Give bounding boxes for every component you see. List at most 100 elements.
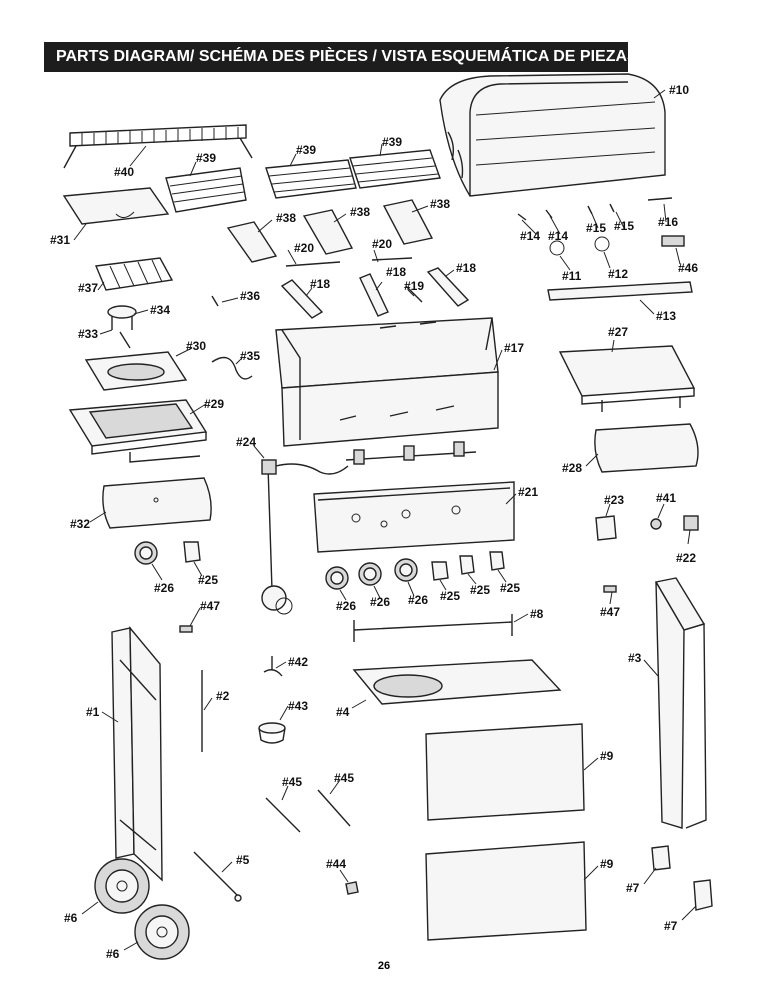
part-4-bottom-tray <box>352 659 562 705</box>
label-14: #14 <box>520 229 540 243</box>
label-45: #45 <box>334 771 354 785</box>
label-39: #39 <box>196 151 216 165</box>
label-1: #1 <box>86 705 100 719</box>
part-1-left-leg <box>111 626 163 882</box>
label-38: #38 <box>350 205 370 219</box>
part-3-right-leg <box>654 577 707 829</box>
label-43: #43 <box>288 699 308 713</box>
label-41: #41 <box>656 491 676 505</box>
label-20: #20 <box>372 237 392 251</box>
label-10: #10 <box>669 83 689 97</box>
label-6: #6 <box>64 911 78 925</box>
page-title: PARTS DIAGRAM/ SCHÉMA DES PIÈCES / VISTA… <box>44 42 638 72</box>
part-28-shelf-front <box>594 423 699 473</box>
label-26: #26 <box>370 595 390 609</box>
label-25: #25 <box>500 581 520 595</box>
label-14: #14 <box>548 229 568 243</box>
label-15: #15 <box>614 219 634 233</box>
part-35-wire <box>211 356 253 380</box>
part-18-20-burners <box>280 257 470 319</box>
label-47: #47 <box>200 599 220 613</box>
side-burner-knobs <box>134 541 201 565</box>
label-19: #19 <box>404 279 424 293</box>
part-44-clip <box>345 881 359 895</box>
part-39-cooking-grates <box>165 149 441 213</box>
label-18: #18 <box>386 265 406 279</box>
label-34: #34 <box>150 303 170 317</box>
label-25: #25 <box>198 573 218 587</box>
label-25: #25 <box>470 583 490 597</box>
label-28: #28 <box>562 461 582 475</box>
label-13: #13 <box>656 309 676 323</box>
label-36: #36 <box>240 289 260 303</box>
label-8: #8 <box>530 607 544 621</box>
label-38: #38 <box>276 211 296 225</box>
part-labels: #10 #40 #39 #39 #39 #31 #38 #38 #38 #14 … <box>50 83 698 961</box>
label-12: #12 <box>608 267 628 281</box>
label-25: #25 <box>440 589 460 603</box>
label-38: #38 <box>430 197 450 211</box>
part-42-43-tank-holder <box>258 656 286 744</box>
label-30: #30 <box>186 339 206 353</box>
label-27: #27 <box>608 325 628 339</box>
label-31: #31 <box>50 233 70 247</box>
label-26: #26 <box>154 581 174 595</box>
label-42: #42 <box>288 655 308 669</box>
part-38-flame-tamers <box>226 199 434 263</box>
label-9: #9 <box>600 857 614 871</box>
leader-lines <box>73 89 697 951</box>
label-20: #20 <box>294 241 314 255</box>
label-9: #9 <box>600 749 614 763</box>
label-2: #2 <box>216 689 230 703</box>
label-26: #26 <box>408 593 428 607</box>
label-17: #17 <box>504 341 524 355</box>
label-37: #37 <box>78 281 98 295</box>
part-5-axle <box>193 851 239 897</box>
part-7-brackets <box>651 845 713 911</box>
label-45: #45 <box>282 775 302 789</box>
part-21-control-panel <box>313 481 515 553</box>
part-36-electrode <box>211 295 219 307</box>
label-46: #46 <box>678 261 698 275</box>
part-32-side-panel <box>102 477 212 529</box>
label-5: #5 <box>236 853 250 867</box>
small-hardware <box>179 197 699 633</box>
part-6-wheels <box>94 858 190 960</box>
part-24-regulator-hose <box>261 459 349 615</box>
gas-valve-manifold <box>345 441 477 465</box>
page-number: 26 <box>377 960 391 972</box>
label-24: #24 <box>236 435 256 449</box>
label-6: #6 <box>106 947 120 961</box>
part-29-side-burner-frame <box>68 399 208 463</box>
label-39: #39 <box>382 135 402 149</box>
part-31-side-shelf-plate <box>62 187 170 225</box>
part-27-side-shelf <box>558 345 696 412</box>
part-10-lid <box>439 73 666 197</box>
part-8-cross-brace <box>353 614 513 642</box>
part-45-rods <box>265 789 351 833</box>
part-30-side-burner-bowl <box>84 351 188 391</box>
label-33: #33 <box>78 327 98 341</box>
label-23: #23 <box>604 493 624 507</box>
label-15: #15 <box>586 221 606 235</box>
label-26: #26 <box>336 599 356 613</box>
part-17-firebox <box>275 317 499 447</box>
label-18: #18 <box>310 277 330 291</box>
label-44: #44 <box>326 857 346 871</box>
part-9-doors <box>425 723 587 941</box>
label-18: #18 <box>456 261 476 275</box>
label-39: #39 <box>296 143 316 157</box>
label-7: #7 <box>664 919 678 933</box>
main-burner-knobs <box>325 551 505 590</box>
part-37-briquette-grate <box>94 257 174 291</box>
label-32: #32 <box>70 517 90 531</box>
label-47: #47 <box>600 605 620 619</box>
label-3: #3 <box>628 651 642 665</box>
label-40: #40 <box>114 165 134 179</box>
label-4: #4 <box>336 705 350 719</box>
label-11: #11 <box>562 269 582 283</box>
part-40-warming-rack <box>63 124 253 169</box>
label-35: #35 <box>240 349 260 363</box>
label-7: #7 <box>626 881 640 895</box>
